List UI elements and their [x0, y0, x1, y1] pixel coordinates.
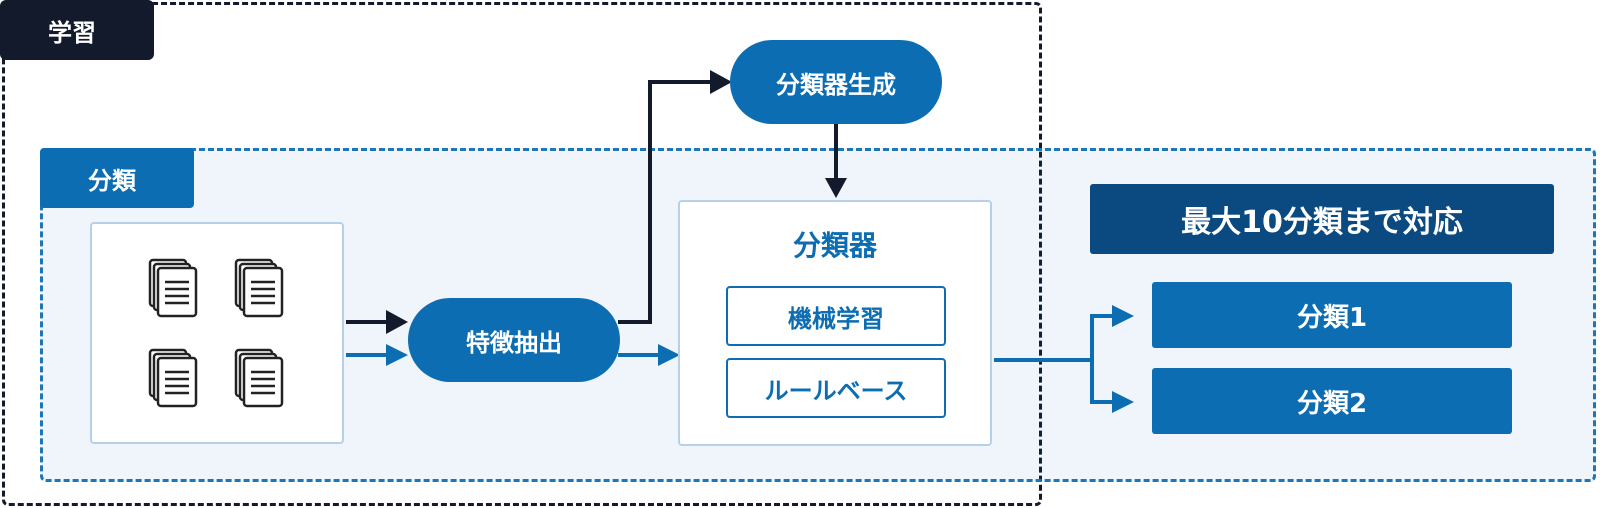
learning-region [2, 2, 1042, 506]
classification-label: 分類 [40, 148, 194, 208]
document-stack-icon [148, 348, 198, 408]
arrow-down-icon [825, 178, 847, 198]
method-rule-based: ルールベース [726, 358, 946, 418]
document-panel [90, 222, 344, 444]
document-stack-icon [234, 348, 284, 408]
learning-label: 学習 [0, 0, 154, 60]
result-category-2: 分類2 [1152, 368, 1512, 434]
arrow-right-icon [1112, 391, 1134, 413]
arrow-right-icon [710, 70, 732, 94]
classifier-generation-node: 分類器生成 [730, 40, 942, 124]
arrow-right-icon [1112, 305, 1134, 327]
arrow-right-icon [386, 344, 408, 366]
document-stack-icon [148, 258, 198, 318]
feature-extraction-node: 特徴抽出 [408, 298, 620, 382]
classifier-title: 分類器 [792, 229, 877, 262]
result-category-1: 分類1 [1152, 282, 1512, 348]
method-machine-learning: 機械学習 [726, 286, 946, 346]
document-stack-icon [234, 258, 284, 318]
arrow-right-icon [386, 310, 408, 334]
max-categories-banner: 最大10分類まで対応 [1090, 184, 1554, 254]
arrow-right-icon [658, 344, 680, 366]
